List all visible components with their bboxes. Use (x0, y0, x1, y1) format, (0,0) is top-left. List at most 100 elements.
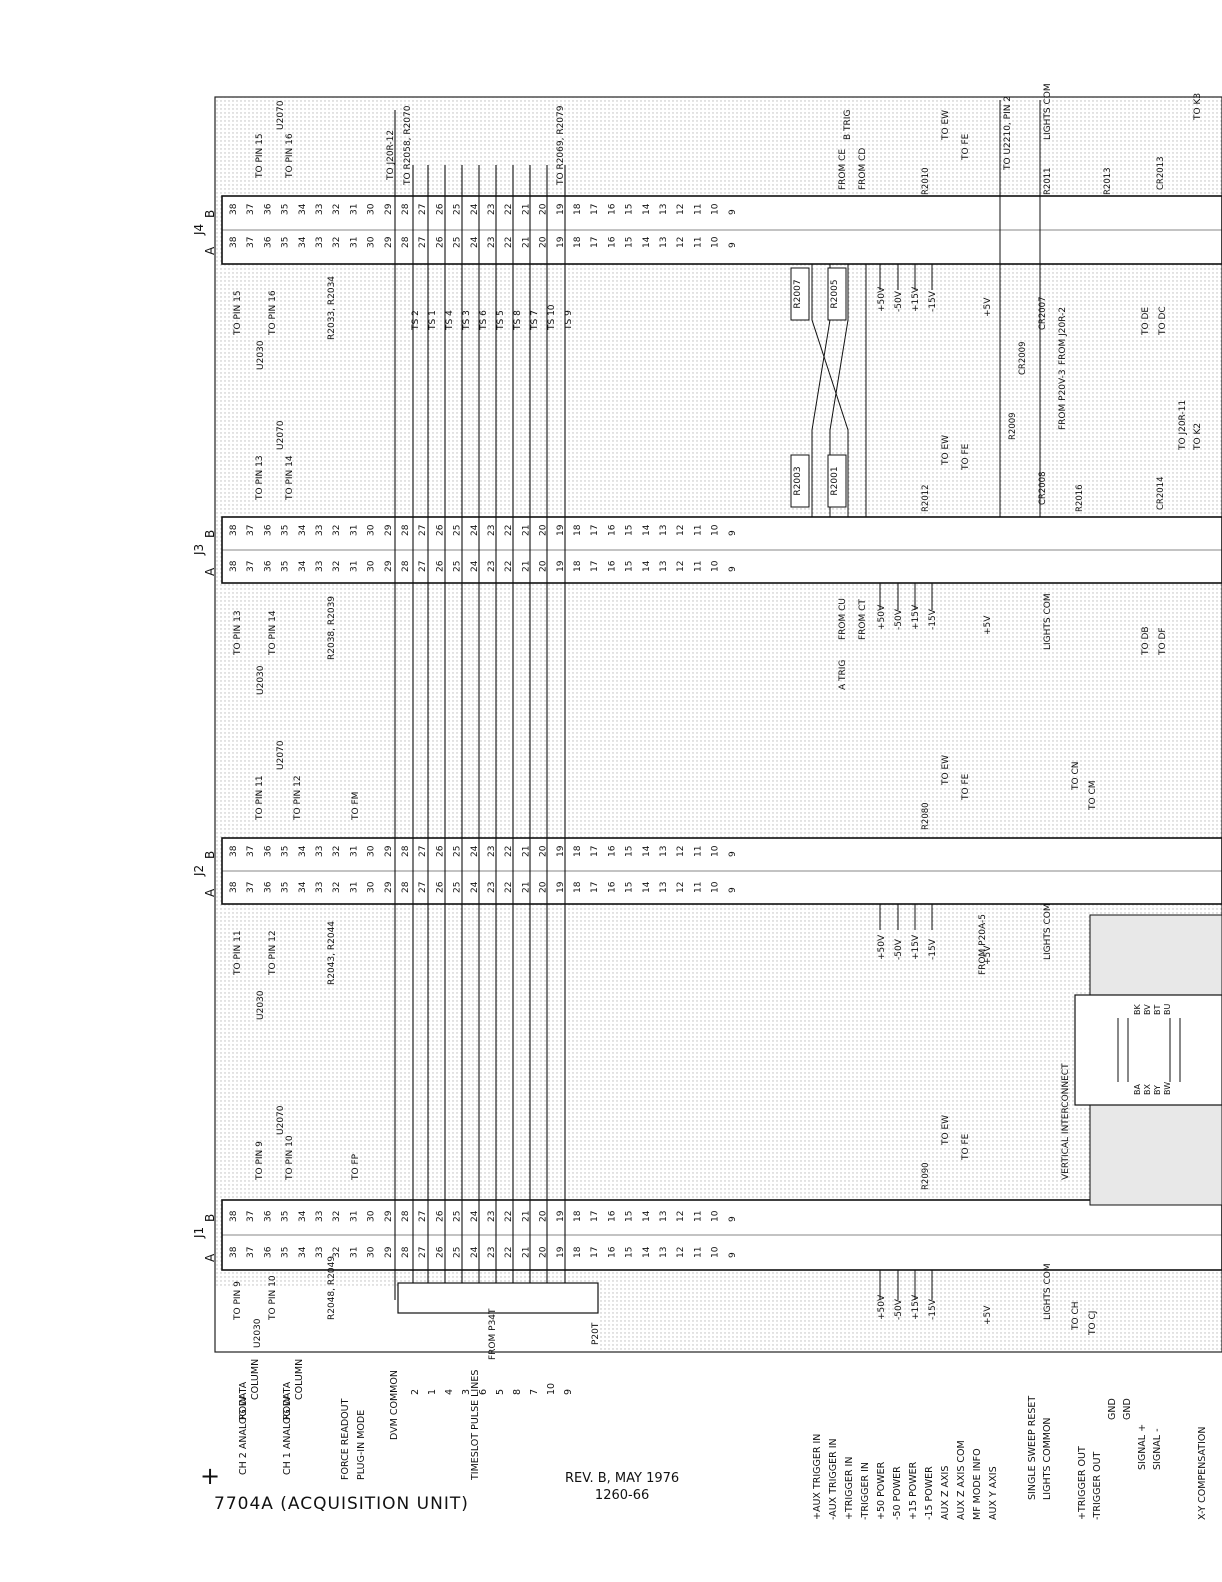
label-r2016: R2016 (1075, 484, 1085, 512)
pin-a-j4: 37 (246, 237, 256, 248)
pin-a-j3: 38 (229, 560, 239, 572)
power-label-5v: +5V (983, 945, 993, 965)
pin-b-j2: 19 (556, 845, 566, 857)
coil-ba: BA (1133, 1084, 1142, 1095)
pin-b-j1: 36 (263, 1210, 273, 1222)
pin-a-j2: 35 (281, 882, 291, 893)
pin-a-j1: 34 (298, 1246, 308, 1258)
pin-a-j3: 13 (659, 561, 669, 572)
note-to-ew-j2: TO EW (941, 755, 951, 786)
legend-entry: CH 1 ANALOG DATA (282, 1381, 293, 1475)
pin-a-j1: 17 (590, 1247, 600, 1258)
pin-b-j1: 27 (418, 1211, 428, 1222)
pin-a-j1: 30 (367, 1246, 377, 1258)
pin-a-j3: 22 (504, 561, 514, 572)
legend-entry: CH 2 ANALOG DATA (238, 1381, 249, 1475)
pin-a-j2: 9 (728, 887, 738, 893)
coil-bk: BK (1133, 1004, 1142, 1015)
pin-b-j4: 11 (693, 204, 703, 215)
pin-a-j3: 29 (384, 560, 394, 572)
pin-b-j3: 31 (349, 525, 359, 536)
pin-b-j3: 32 (332, 525, 342, 536)
pin-b-j2: 28 (401, 845, 411, 857)
pin-a-j2: 37 (246, 882, 256, 893)
note-from-cd: FROM CD (858, 148, 868, 190)
pin-a-j1: 23 (487, 1247, 497, 1258)
pin-a-j3: 17 (590, 561, 600, 572)
timeslot-label: TS 6 (479, 310, 489, 331)
timeslot-label: TS 7 (530, 310, 540, 331)
pin-a-j4: 29 (384, 236, 394, 248)
pin-a-j1: 38 (229, 1246, 239, 1258)
pin-b-j3: 34 (298, 524, 308, 536)
label-r2013: R2013 (1103, 167, 1113, 195)
pin-b-j4: 22 (504, 204, 514, 215)
connector-bodies (221, 195, 1222, 1271)
note-to-pin15-j4a: TO PIN 15 (233, 290, 243, 336)
connector-j2-a: A (203, 888, 217, 897)
power-label: -50V (894, 608, 904, 630)
note-r2043: R2043, R2044 (327, 921, 337, 985)
connector-j3-label: J3 (192, 544, 206, 556)
pin-b-j3: 24 (470, 524, 480, 536)
label-r2003: R2003 (793, 466, 803, 495)
pin-b-j2: 24 (470, 845, 480, 857)
pin-b-j3: 38 (229, 524, 239, 536)
timeslot-number: 5 (495, 1389, 506, 1395)
label-r2005: R2005 (830, 279, 840, 308)
connector-j1-label: J1 (192, 1227, 206, 1239)
label-cr2009: CR2009 (1018, 342, 1028, 375)
pin-b-j3: 14 (642, 524, 652, 536)
pin-a-j1: 14 (642, 1246, 652, 1258)
pin-b-j1: 21 (521, 1211, 531, 1222)
label-r2010: R2010 (921, 167, 931, 195)
pin-a-j1: 15 (625, 1247, 635, 1258)
pin-a-j3: 24 (470, 560, 480, 572)
pin-b-j4: 13 (659, 204, 669, 215)
pin-b-j1: 28 (401, 1210, 411, 1222)
pin-b-j2: 38 (229, 845, 239, 857)
pin-a-j3: 16 (607, 560, 617, 572)
note-from-cu: FROM CU (838, 598, 848, 640)
pin-b-j1: 14 (642, 1210, 652, 1222)
pin-b-j2: 13 (659, 846, 669, 857)
pin-b-j1: 30 (367, 1210, 377, 1222)
note-to-k2: TO K2 (1193, 423, 1203, 451)
pin-b-j3: 13 (659, 525, 669, 536)
timeslot-bus-lines (394, 110, 566, 1300)
pin-a-j4: 18 (573, 236, 583, 248)
legend-entry: SIGNAL + (1137, 1424, 1148, 1470)
note-from-p20v3: FROM P20V-3 (1058, 369, 1068, 430)
resistor-r2005 (827, 267, 847, 321)
pin-a-j3: 34 (298, 560, 308, 572)
note-r2033: R2033, R2034 (327, 276, 337, 340)
pin-a-j2: 16 (607, 881, 617, 893)
pin-a-j3: 28 (401, 560, 411, 572)
coil-bx: BX (1143, 1084, 1152, 1095)
legend-entry: GND (1122, 1398, 1133, 1420)
pin-b-j1: 10 (711, 1210, 721, 1222)
pin-b-j1: 20 (539, 1210, 549, 1222)
power-label: +50V (877, 604, 887, 630)
note-from-ct: FROM CT (858, 599, 868, 640)
timeslot-number: 6 (478, 1389, 489, 1395)
pin-b-j4: 24 (470, 203, 480, 215)
pin-b-j4: 21 (521, 204, 531, 215)
note-to-pin9-j1: TO PIN 9 (255, 1141, 265, 1181)
pin-a-j4: 16 (607, 236, 617, 248)
pin-a-j1: 25 (453, 1247, 463, 1258)
legend-entry: +AUX TRIGGER IN (812, 1434, 823, 1520)
pin-b-j2: 30 (367, 845, 377, 857)
pin-b-j1: 11 (693, 1211, 703, 1222)
note-vertical-interconnect: VERTICAL INTERCONNECT (1061, 1063, 1071, 1180)
note-to-pin10-j1: TO PIN 10 (285, 1135, 295, 1181)
pin-a-j4: 32 (332, 237, 342, 248)
pin-a-j2: 28 (401, 881, 411, 893)
note-to-k3: TO K3 (1193, 93, 1203, 121)
note-b-trig: B TRIG (843, 110, 853, 140)
pin-a-j3: 32 (332, 561, 342, 572)
note-u2030-j3: U2030 (256, 665, 266, 695)
pin-a-j1: 36 (263, 1246, 273, 1258)
note-to-pin12-j2a: TO PIN 12 (268, 930, 278, 976)
